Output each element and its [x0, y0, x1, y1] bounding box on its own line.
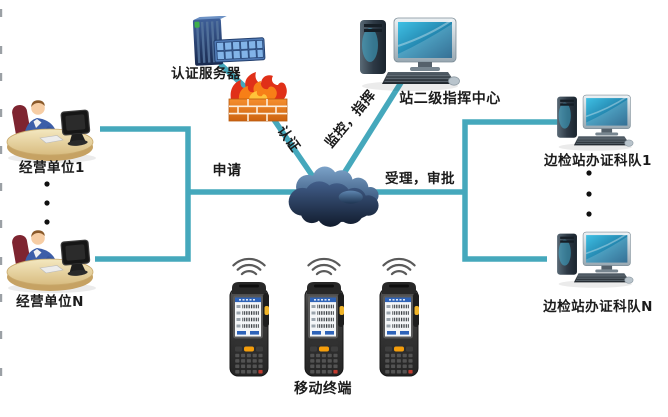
cert-team-1-label: 边检站办证科队1	[544, 153, 652, 169]
command-center-label: 站二级指挥中心	[399, 91, 501, 107]
auth-server-label: 认证服务器	[171, 66, 241, 82]
operating-unit-n-label: 经营单位N	[16, 294, 84, 310]
apply-edge-label: 申请	[212, 163, 242, 179]
network-cloud-icon	[288, 166, 379, 227]
left-ellipsis-dots	[44, 181, 50, 225]
right-trunk-line	[462, 119, 558, 262]
wifi-signal-icon	[232, 257, 266, 276]
left-edge-marks	[0, 9, 3, 376]
wifi-signal-icon	[307, 257, 341, 276]
operator-at-desk-icon	[6, 229, 96, 294]
right-ellipsis-dots	[586, 170, 592, 217]
mobile-terminal-label: 移动终端	[294, 381, 352, 397]
handheld-terminal-icon	[379, 281, 420, 377]
server-rack-icon	[192, 16, 266, 67]
desktop-computer-icon	[556, 231, 634, 289]
cert-team-n-label: 边检站办证科队N	[543, 299, 653, 315]
left-trunk-line	[95, 126, 191, 262]
wifi-signal-icon	[382, 257, 416, 276]
handheld-terminal-icon	[304, 281, 345, 377]
handheld-terminal-icon	[229, 281, 270, 377]
desktop-computer-icon	[556, 94, 634, 152]
operating-unit-1-label: 经营单位1	[19, 160, 85, 176]
operator-at-desk-icon	[6, 99, 96, 164]
monitor-command-line	[333, 79, 405, 188]
accept-approve-edge-label: 受理，审批	[385, 171, 455, 187]
desktop-computer-icon	[359, 17, 461, 92]
